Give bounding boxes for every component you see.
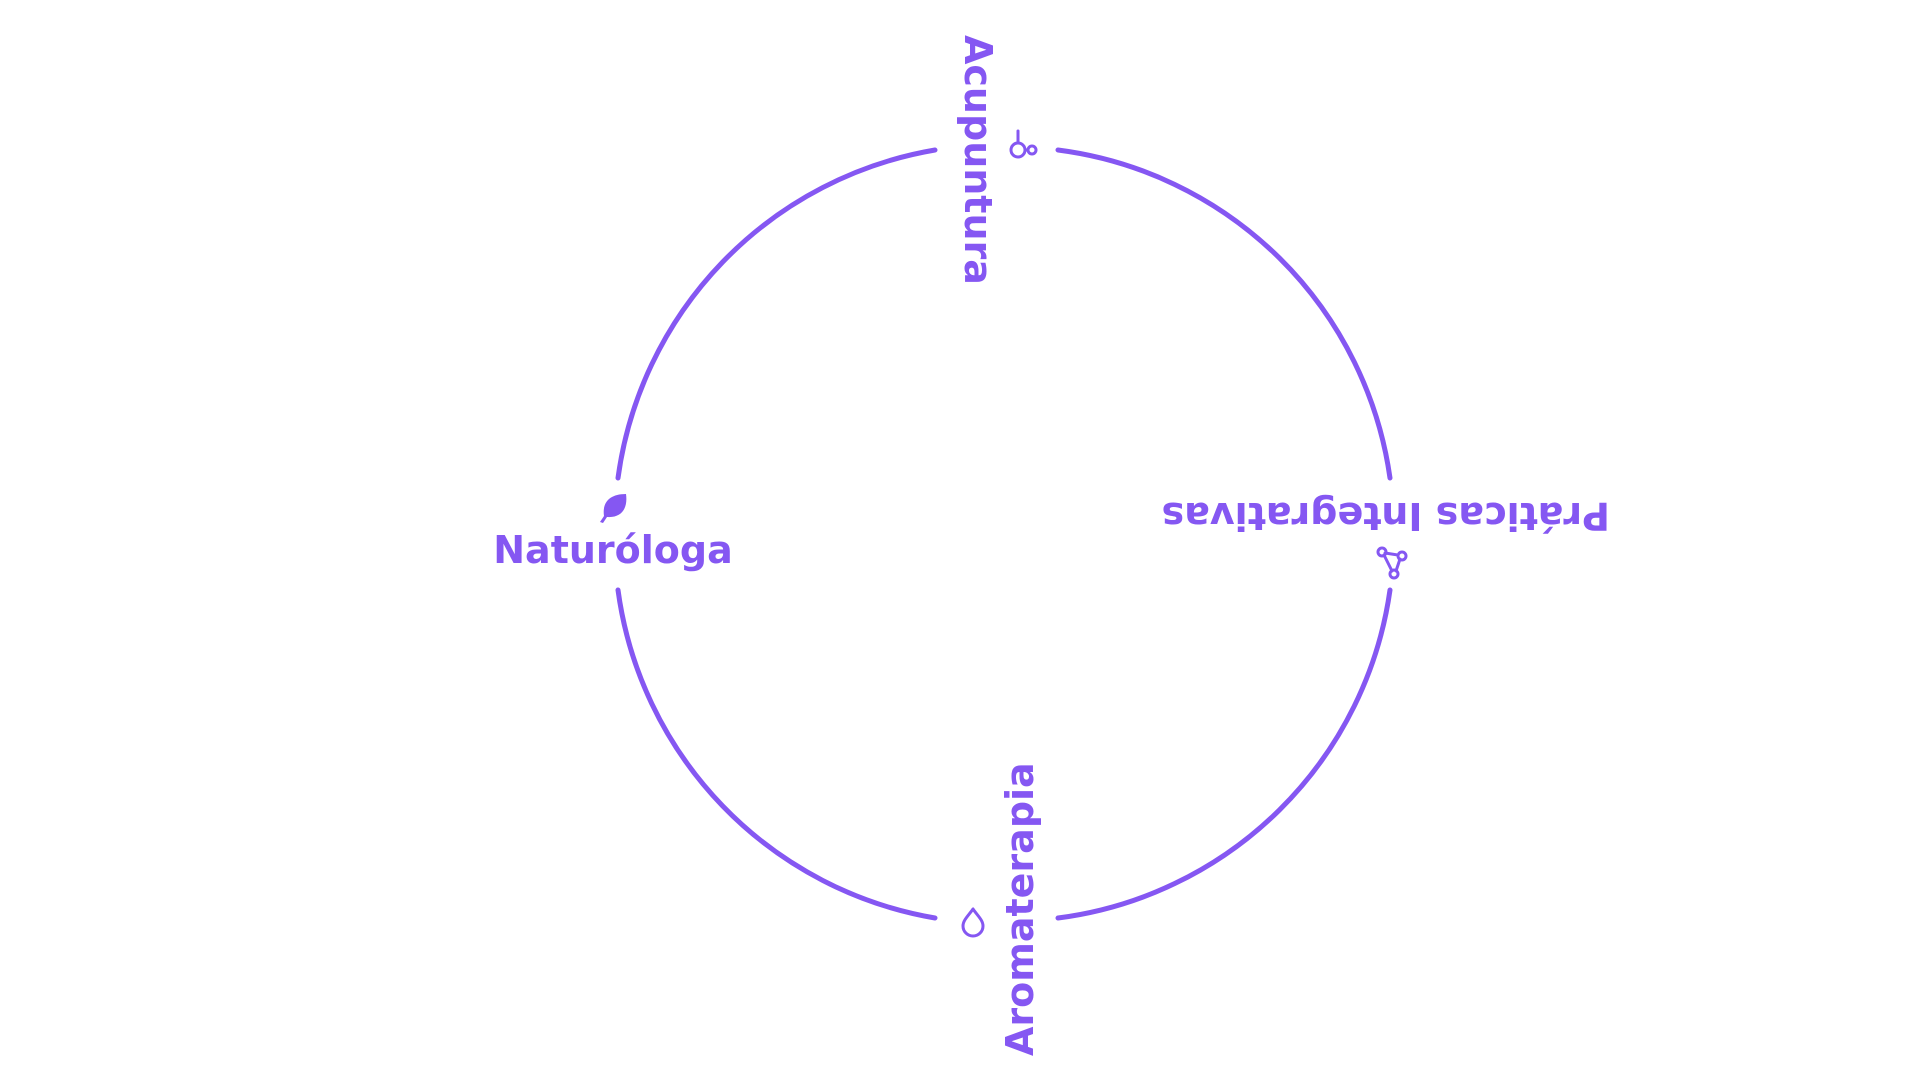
node-label-naturologa: Naturóloga: [493, 528, 733, 572]
acupuncture-needle-icon: [1006, 127, 1042, 163]
arc-top-right: [1055, 147, 1393, 481]
node-label-acupuntura: Acupuntura: [956, 35, 1000, 285]
molecule-icon: [1374, 544, 1410, 580]
leaf-icon: [596, 490, 632, 526]
node-label-praticas-integrativas: Práticas Integrativas: [1161, 494, 1610, 538]
droplet-icon: [955, 903, 991, 939]
node-label-aromaterapia: Aromaterapia: [998, 762, 1042, 1056]
arc-top-left: [615, 147, 938, 481]
arc-bottom-right: [1055, 587, 1393, 921]
arc-bottom-left: [615, 587, 938, 921]
